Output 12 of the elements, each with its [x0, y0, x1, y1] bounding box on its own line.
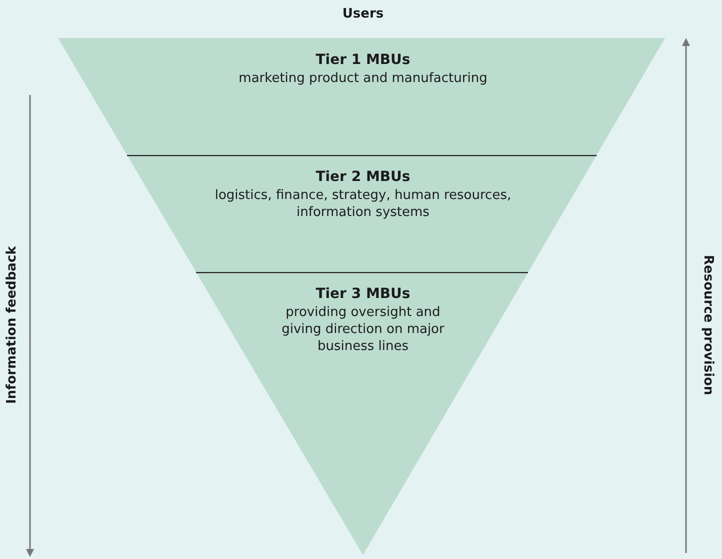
top-label: Users [342, 6, 384, 22]
tier-heading: Tier 3 MBUs [314, 286, 412, 302]
tier-heading: Tier 2 MBUs [314, 169, 412, 185]
side-label: Resource provision [700, 254, 716, 396]
tier-heading: Tier 1 MBUs [314, 52, 412, 68]
side-label: Information feedback [4, 246, 20, 404]
tier-description: logistics, finance, strategy, human resources, information systems [214, 187, 512, 221]
pyramid-tier [127, 155, 597, 272]
pyramid-tier [196, 272, 528, 555]
tier-description: marketing product and manufacturing [238, 70, 488, 87]
tier-description: providing oversight and giving direction on major business lines [280, 304, 446, 355]
pyramid-tier [58, 38, 665, 155]
